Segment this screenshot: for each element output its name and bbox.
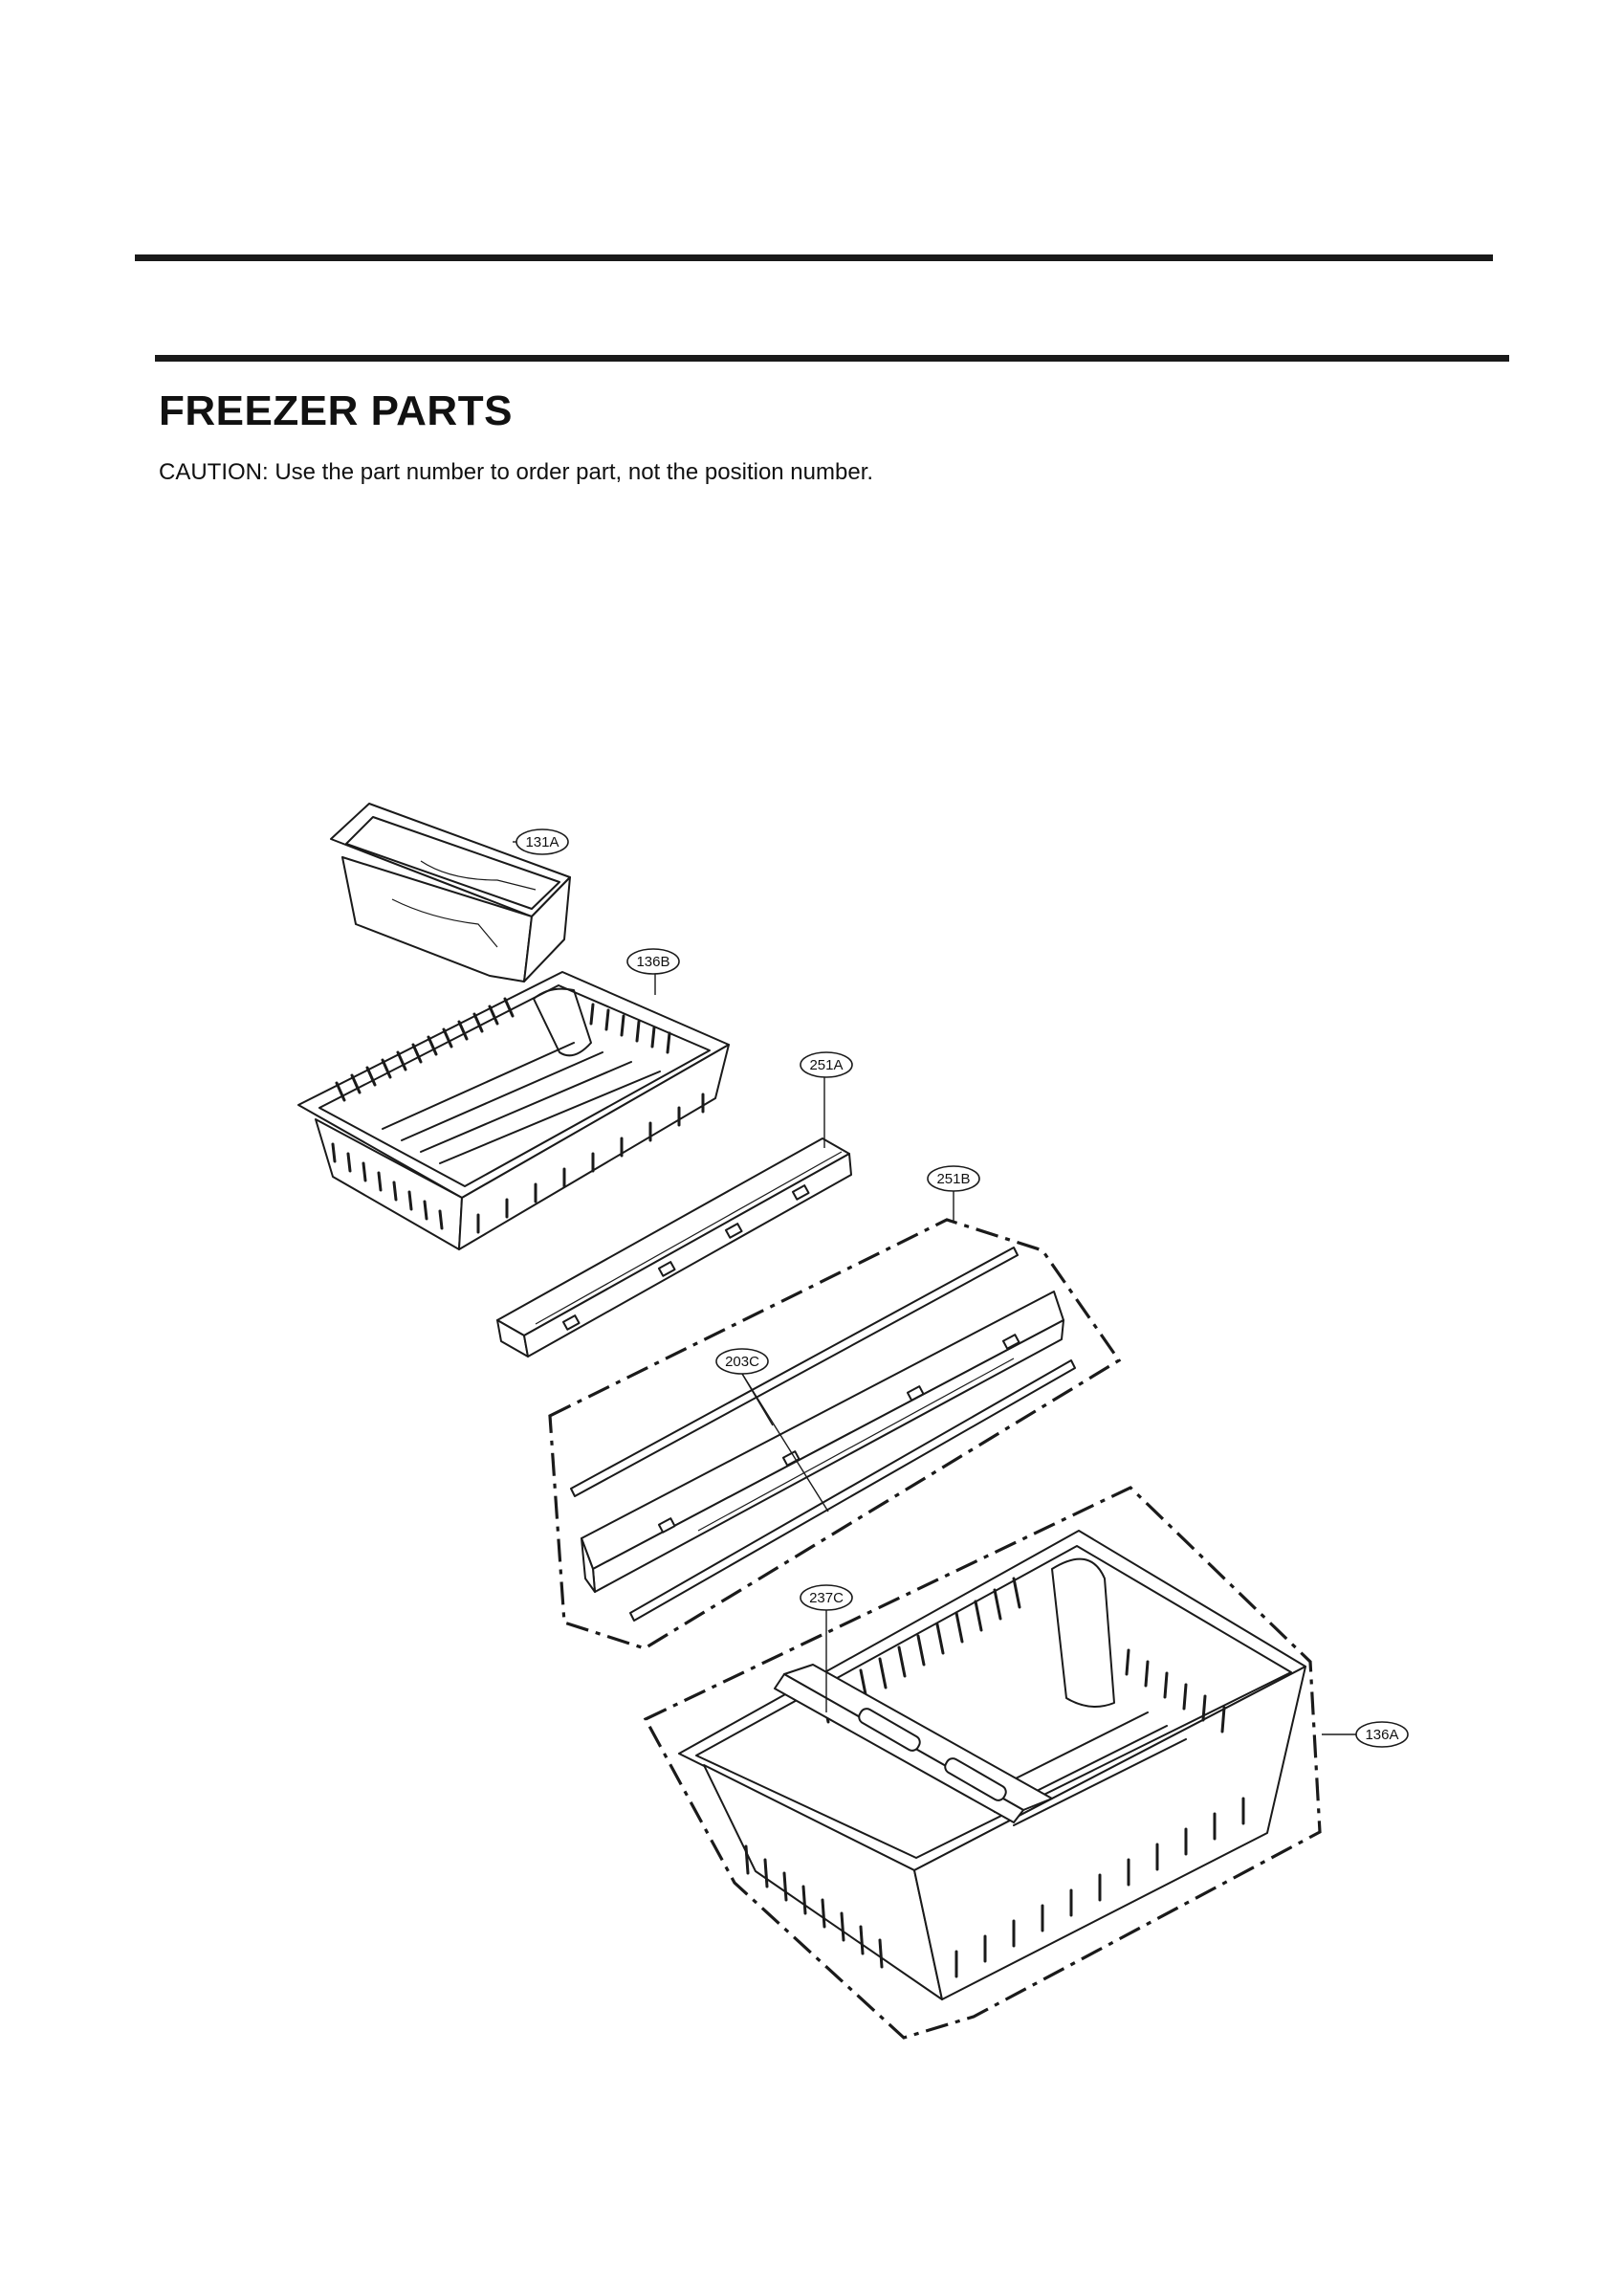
part-237C-divider (774, 1664, 1053, 1823)
caution-note: CAUTION: Use the part number to order pa… (159, 459, 874, 485)
deep-basket-slots (744, 1577, 1245, 1978)
callout-label-203C: 203C (725, 1354, 759, 1370)
part-131A-small-bin (330, 803, 571, 982)
shallow-basket-slots (331, 997, 705, 1234)
callout-131A: 131A (513, 828, 569, 855)
part-251B-rail (581, 1291, 1064, 1593)
part-251B-assembly (548, 1218, 1122, 1650)
callout-136A: 136A (1322, 1721, 1409, 1748)
top-rule (135, 254, 1493, 261)
callout-136B: 136B (626, 948, 680, 995)
page-title: FREEZER PARTS (159, 387, 513, 434)
callout-label-136B: 136B (636, 954, 669, 970)
part-136A-deep-basket (643, 1486, 1322, 2040)
shallow-basket-floor-ribs (382, 1042, 661, 1164)
callout-label-131A: 131A (525, 834, 559, 850)
callout-label-251A: 251A (809, 1057, 843, 1073)
callout-237C: 237C (800, 1584, 853, 1712)
part-136B-shallow-basket (297, 971, 730, 1250)
callout-label-251B: 251B (936, 1171, 970, 1187)
callout-251B: 251B (927, 1165, 980, 1223)
part-251A-rail (496, 1137, 852, 1358)
section-rule (155, 355, 1509, 362)
callout-label-136A: 136A (1365, 1727, 1398, 1743)
callout-label-237C: 237C (809, 1590, 844, 1606)
callout-251A: 251A (800, 1051, 853, 1148)
part-203C-seal-strips (570, 1247, 1076, 1622)
callout-203C: 203C (715, 1348, 829, 1512)
